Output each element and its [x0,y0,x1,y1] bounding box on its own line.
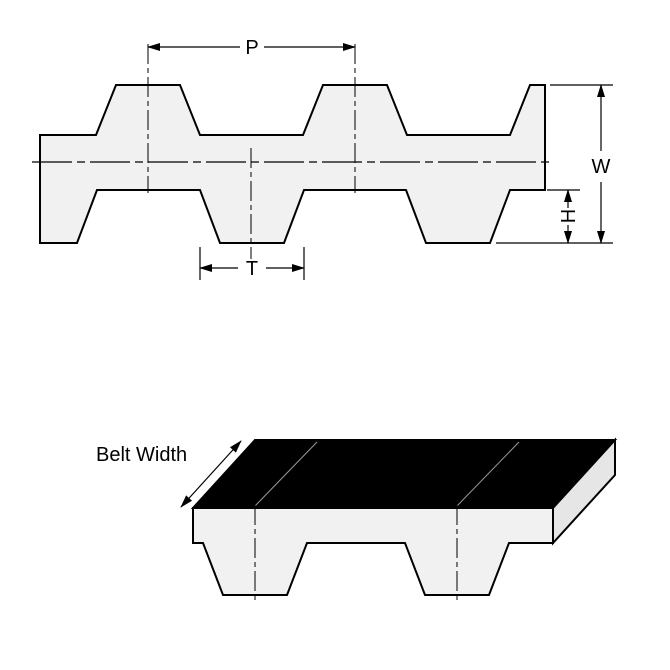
cross-section-view: P W H T [32,37,613,280]
dimension-tooth-width: T [199,247,305,280]
tooth-width-label: T [246,258,258,280]
top-face-centerline-right [456,441,520,507]
belt-width-annotation: Belt Width [96,440,242,508]
dimension-tooth-height: H [547,189,580,244]
belt-cross-section-profile [39,84,546,244]
isometric-view: Belt Width [96,437,618,601]
overall-thickness-label: W [592,156,611,178]
belt-front-face [192,507,554,596]
belt-width-label: Belt Width [96,444,187,466]
pitch-label: P [245,37,258,59]
dimension-pitch: P [147,37,356,59]
top-face-centerline-left [254,441,318,507]
belt-width-arrow [180,440,242,508]
belt-top-face [190,439,618,509]
tooth-height-label: H [558,209,580,223]
dimension-overall-thickness: W [496,84,613,244]
